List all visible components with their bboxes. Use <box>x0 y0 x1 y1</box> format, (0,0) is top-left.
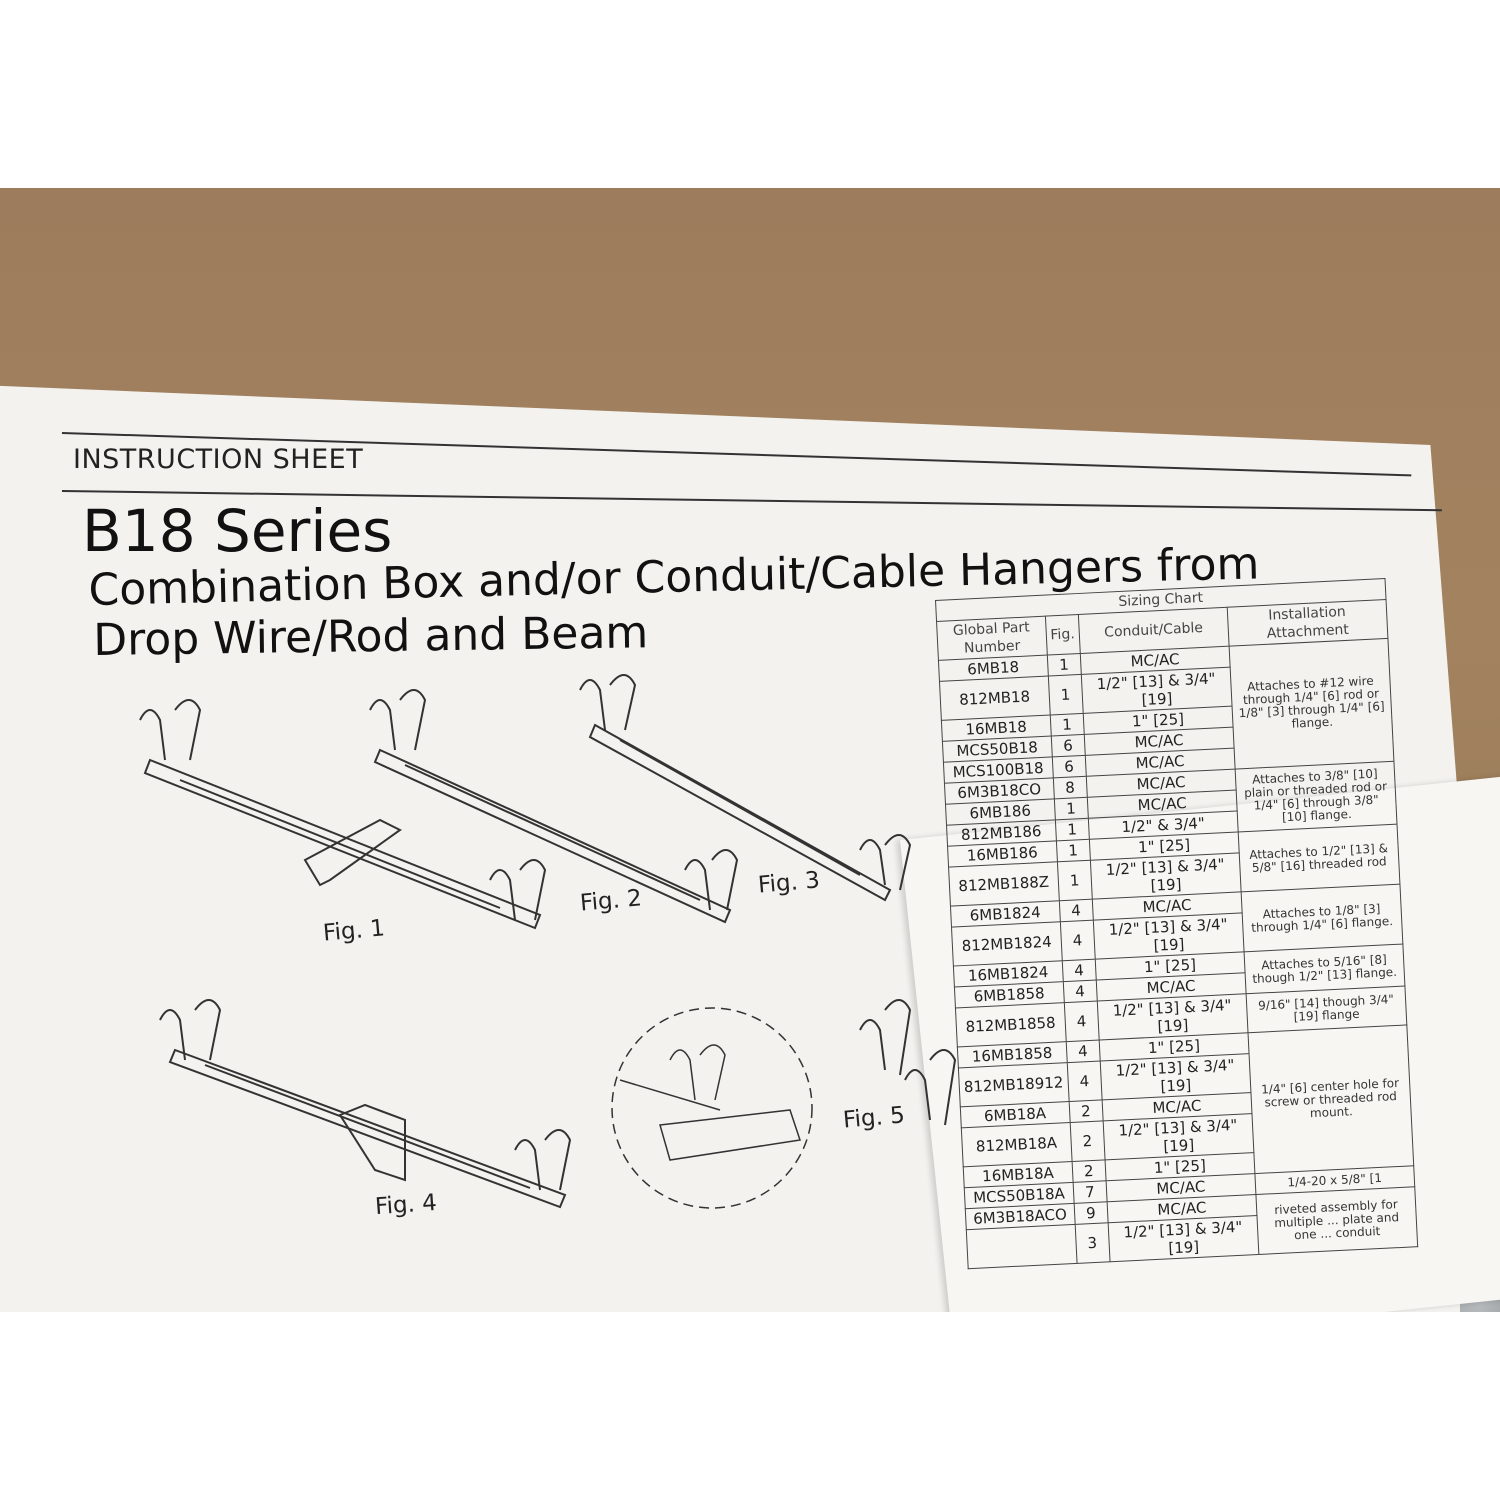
fig-cell: 3 <box>1074 1222 1110 1264</box>
fig-cell: 2 <box>1071 1159 1106 1183</box>
fig-cell: 9 <box>1073 1201 1108 1225</box>
fig-cell: 4 <box>1066 1060 1102 1102</box>
fig1-hanger-drawing <box>139 699 547 930</box>
fig-cell: 1 <box>1056 839 1091 862</box>
fig4-hanger-drawing <box>159 999 572 1209</box>
fig-cell: 4 <box>1059 920 1096 961</box>
fig-cell: 7 <box>1072 1180 1107 1204</box>
fig2-hanger-drawing <box>369 689 739 924</box>
fig-cell: 1 <box>1046 653 1082 677</box>
part-number-cell: 812MB188Z <box>948 861 1059 907</box>
fig-cell: 4 <box>1062 980 1098 1003</box>
attachment-cell: Attaches to 1/8" [3] through 1/4" [6] fl… <box>1240 884 1403 952</box>
page-title: B18 Series <box>82 497 393 565</box>
fig-4-label: Fig. 4 <box>374 1189 438 1221</box>
fig-cell: 4 <box>1058 899 1094 922</box>
bottom-margin <box>0 1312 1500 1500</box>
fig-cell: 1 <box>1047 674 1084 716</box>
top-margin <box>0 0 1500 188</box>
fig-cell: 4 <box>1063 1001 1100 1042</box>
sizing-chart-table: Sizing Chart Global Part Number Fig. Con… <box>935 578 1418 1269</box>
part-number-cell: 812MB1824 <box>951 921 1062 967</box>
fig-cell: 2 <box>1068 1099 1104 1123</box>
attachment-cell: 1/4" [6] center hole for screw or thread… <box>1247 1024 1414 1174</box>
part-number-cell: 812MB18 <box>939 676 1050 721</box>
fig-cell: 2 <box>1069 1120 1105 1162</box>
detail-circle-drawing <box>611 1007 813 1209</box>
fig-2-label: Fig. 2 <box>578 885 643 917</box>
part-number-cell: 812MB18A <box>961 1122 1072 1167</box>
fig-1-label: Fig. 1 <box>321 915 386 947</box>
fig-cell: 6 <box>1051 755 1087 778</box>
fig-cell: 8 <box>1052 776 1088 799</box>
fig-3-label: Fig. 3 <box>756 867 821 899</box>
part-number-cell: 812MB18912 <box>958 1062 1069 1107</box>
fig-cell: 4 <box>1065 1040 1101 1063</box>
fig-cell: 1 <box>1049 713 1085 737</box>
attachment-cell: Attaches to 1/2" [13] & 5/8" [16] thread… <box>1238 824 1400 892</box>
part-number-cell: 812MB1858 <box>955 1002 1066 1047</box>
attachment-cell: Attaches to #12 wire through 1/4" [6] ro… <box>1228 638 1394 770</box>
fig3-hanger-drawing <box>579 674 912 902</box>
fig-cell: 1 <box>1057 860 1093 901</box>
fig-5-label: Fig. 5 <box>841 1102 906 1134</box>
conduit-cell: 1/2" [13] & 3/4" [19] <box>1107 1215 1259 1262</box>
fig5-hanger-drawing <box>859 999 957 1126</box>
part-number-cell <box>966 1224 1077 1269</box>
col-header-fig: Fig. <box>1045 614 1081 656</box>
hanger-illustrations <box>139 674 957 1209</box>
sheet-header: INSTRUCTION SHEET <box>73 444 364 475</box>
photo-frame: INSTRUCTION SHEET B18 Series Combination… <box>0 188 1500 1312</box>
fig-cell: 6 <box>1050 734 1086 757</box>
attachment-cell: riveted assembly for multiple ... plate … <box>1255 1186 1418 1255</box>
sizing-chart: Sizing Chart Global Part Number Fig. Con… <box>935 578 1418 1269</box>
fig-cell: 1 <box>1054 818 1090 841</box>
fig-cell: 4 <box>1061 959 1097 982</box>
attachment-cell: Attaches to 3/8" [10] plain or threaded … <box>1234 761 1397 832</box>
fig-cell: 1 <box>1053 797 1089 820</box>
col-header-part: Global Part Number <box>936 616 1047 661</box>
